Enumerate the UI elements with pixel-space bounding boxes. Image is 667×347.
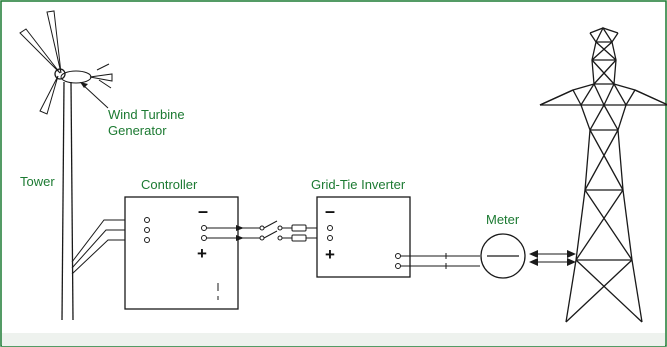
turbine-tower bbox=[61, 81, 74, 321]
controller-plus-sign: + bbox=[197, 244, 207, 263]
ac-line-to-meter bbox=[401, 253, 480, 269]
generator-label: Generator bbox=[108, 123, 167, 138]
inverter-label: Grid-Tie Inverter bbox=[311, 177, 406, 192]
meter-label: Meter bbox=[486, 212, 520, 227]
controller-input-terminals bbox=[144, 217, 150, 243]
bidirectional-grid-arrows bbox=[529, 250, 576, 266]
transmission-tower bbox=[539, 26, 667, 323]
diagram-bottom-band bbox=[2, 333, 665, 346]
wind-turbine-label: Wind Turbine bbox=[108, 107, 185, 122]
controller-box bbox=[124, 196, 239, 310]
controller-minus-sign: – bbox=[198, 201, 208, 221]
inverter-input-terminals bbox=[327, 225, 333, 241]
inverter-output-terminals bbox=[395, 253, 401, 269]
wind-turbine-rotor bbox=[19, 10, 62, 115]
generator-pointer-arrowhead bbox=[80, 82, 88, 88]
wind-turbine-generator bbox=[54, 63, 113, 89]
disconnect-switches bbox=[263, 220, 292, 241]
inverter-plus-sign: + bbox=[325, 245, 335, 264]
controller-label: Controller bbox=[141, 177, 198, 192]
inverter-minus-sign: – bbox=[325, 201, 335, 221]
tower-label: Tower bbox=[20, 174, 55, 189]
utility-meter bbox=[480, 233, 526, 279]
generator-pointer bbox=[81, 83, 109, 109]
